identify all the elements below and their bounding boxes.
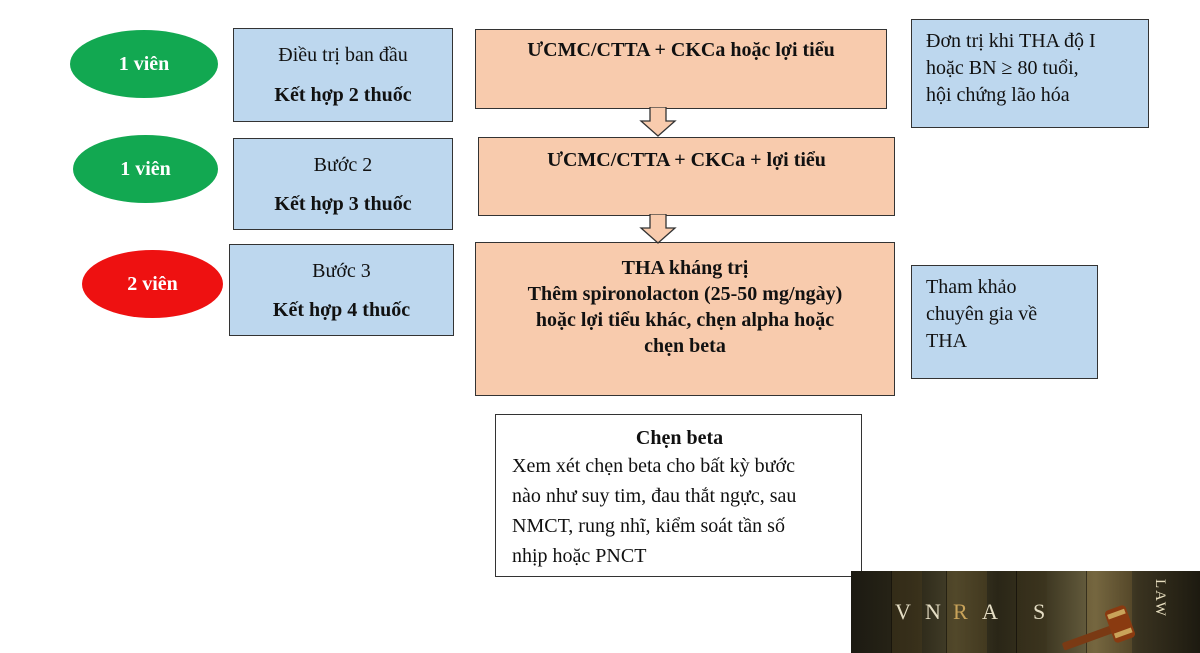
logo-law-text: LAW: [1152, 579, 1168, 618]
logo-letter: N: [925, 599, 942, 624]
beta-note-title: Chẹn beta: [635, 427, 724, 449]
note-line: Tham khảo: [926, 276, 1017, 298]
regimen-line: ƯCMC/CTTA + CKCa hoặc lợi tiểu: [527, 39, 835, 61]
pill-count-label: 1 viên: [120, 157, 171, 180]
vnras-law-logo: V N R A S LAW: [851, 571, 1200, 653]
step-box-initial: Điều trị ban đầu Kết hợp 2 thuốc: [233, 28, 453, 122]
note-line: Đơn trị khi THA độ I: [926, 30, 1096, 52]
note-consult-expert: Tham khảo chuyên gia về THA: [911, 265, 1098, 379]
beta-blocker-note: Chẹn beta Xem xét chẹn beta cho bất kỳ b…: [495, 414, 862, 577]
regimen-box-2: ƯCMC/CTTA + CKCa + lợi tiểu: [478, 137, 895, 216]
regimen-box-initial: ƯCMC/CTTA + CKCa hoặc lợi tiểu: [475, 29, 887, 109]
pill-count-label: 2 viên: [127, 272, 178, 295]
beta-note-line: NMCT, rung nhĩ, kiểm soát tần số: [512, 515, 785, 537]
logo-letter: V: [895, 599, 912, 624]
regimen-line: Thêm spironolacton (25-50 mg/ngày): [527, 283, 843, 305]
regimen-line: THA kháng trị: [621, 257, 749, 279]
regimen-line: ƯCMC/CTTA + CKCa + lợi tiểu: [547, 149, 826, 171]
step-combo: Kết hợp 2 thuốc: [274, 84, 412, 106]
step-title: Bước 3: [312, 259, 371, 282]
gavel-icon: [1062, 605, 1136, 651]
step-combo: Kết hợp 3 thuốc: [274, 192, 412, 215]
regimen-line: hoặc lợi tiểu khác, chẹn alpha hoặc: [535, 309, 835, 331]
note-monotherapy: Đơn trị khi THA độ I hoặc BN ≥ 80 tuổi, …: [911, 19, 1149, 128]
beta-note-line: nào như suy tim, đau thắt ngực, sau: [512, 485, 797, 507]
pill-count-step1: 1 viên: [70, 30, 218, 98]
step-box-2: Bước 2 Kết hợp 3 thuốc: [233, 138, 453, 230]
down-arrow-icon: [639, 107, 677, 137]
step-title: Điều trị ban đầu: [278, 44, 408, 66]
logo-letter: A: [982, 599, 999, 624]
beta-note-line: nhịp hoặc PNCT: [512, 545, 647, 567]
note-line: hội chứng lão hóa: [926, 84, 1070, 106]
pill-count-label: 1 viên: [118, 52, 170, 75]
regimen-box-3: THA kháng trị Thêm spironolacton (25-50 …: [475, 242, 895, 396]
logo-letter: R: [953, 599, 969, 624]
beta-note-line: Xem xét chẹn beta cho bất kỳ bước: [512, 455, 795, 477]
step-title: Bước 2: [313, 153, 373, 176]
regimen-line: chẹn beta: [644, 335, 726, 357]
down-arrow-icon: [639, 214, 677, 244]
logo-letter: S: [1033, 599, 1047, 624]
note-line: hoặc BN ≥ 80 tuổi,: [926, 57, 1079, 79]
note-line: THA: [926, 330, 968, 352]
step-box-3: Bước 3 Kết hợp 4 thuốc: [229, 244, 454, 336]
pill-count-step2: 1 viên: [73, 135, 218, 203]
note-line: chuyên gia về: [926, 303, 1038, 325]
step-combo: Kết hợp 4 thuốc: [272, 298, 411, 321]
pill-count-step3: 2 viên: [82, 250, 223, 318]
